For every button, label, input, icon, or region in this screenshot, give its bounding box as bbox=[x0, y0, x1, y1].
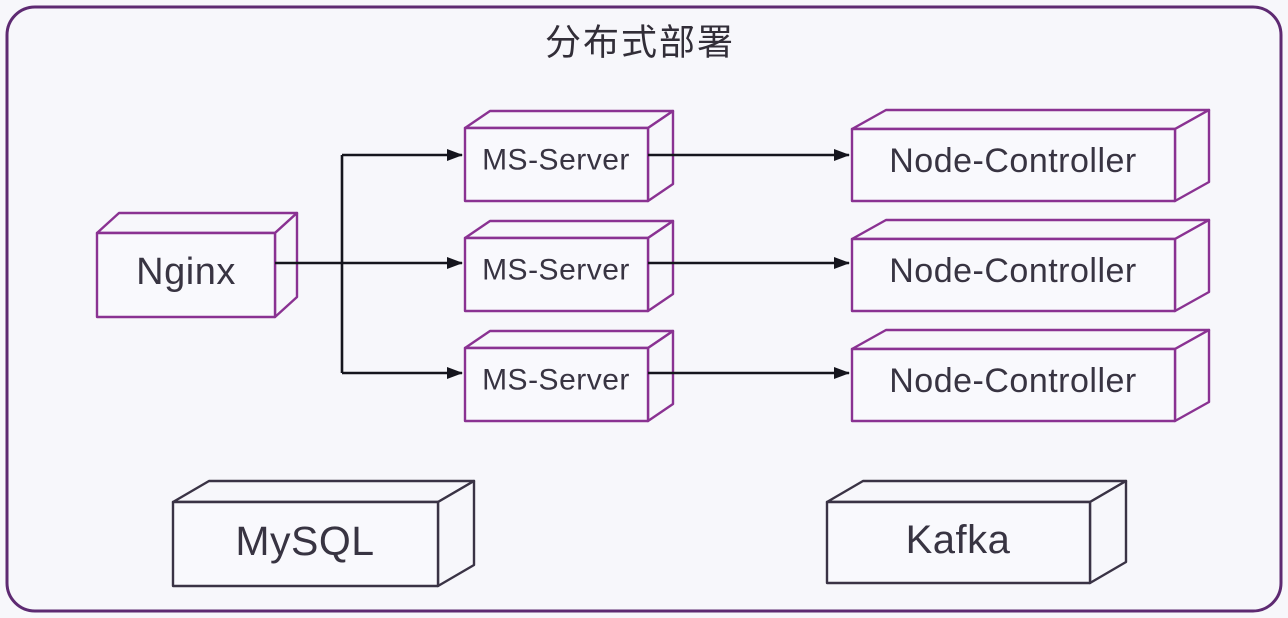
node-controller-3-box-front-face bbox=[850, 347, 1177, 423]
diagram-border bbox=[5, 5, 1283, 613]
node-controller-node-1: Node-Controller bbox=[850, 108, 1211, 203]
nginx-node: Nginx bbox=[95, 211, 299, 319]
nginx-box-top-face bbox=[95, 211, 299, 235]
node-controller-3-label: Node-Controller bbox=[889, 362, 1137, 400]
ms-server-2-label: MS-Server bbox=[482, 254, 630, 287]
node-controller-2-label: Node-Controller bbox=[889, 252, 1137, 290]
kafka-node: Kafka bbox=[825, 479, 1128, 585]
mysql-box-front-face bbox=[171, 500, 440, 588]
ms-server-1-box-top-face bbox=[463, 109, 675, 130]
node-controller-node-3: Node-Controller bbox=[850, 328, 1211, 423]
ms-server-2-box-front-face bbox=[463, 236, 650, 313]
kafka-label: Kafka bbox=[906, 518, 1011, 562]
node-controller-1-box-top-face bbox=[850, 108, 1211, 131]
ms-server-1-label: MS-Server bbox=[482, 144, 630, 177]
node-controller-1-label: Node-Controller bbox=[889, 142, 1137, 180]
ms-server-1-box-front-face bbox=[463, 126, 650, 203]
mysql-node: MySQL bbox=[171, 479, 476, 588]
node-controller-1-box-front-face bbox=[850, 127, 1177, 203]
node-controller-3-box-top-face bbox=[850, 328, 1211, 351]
ms-server-3-label: MS-Server bbox=[482, 364, 630, 397]
node-controller-2-box-top-face bbox=[850, 218, 1211, 241]
ms-server-2-box-top-face bbox=[463, 219, 675, 240]
diagram-edges bbox=[275, 149, 850, 379]
ms-server-3-box-top-face bbox=[463, 329, 675, 350]
ms-server-3-box-front-face bbox=[463, 346, 650, 423]
ms-server-node-2: MS-Server bbox=[463, 219, 675, 313]
ms-server-2-box-side-face bbox=[646, 219, 675, 313]
mysql-box-top-face bbox=[171, 479, 476, 504]
node-controller-2-box-front-face bbox=[850, 237, 1177, 313]
mysql-label: MySQL bbox=[235, 518, 374, 564]
ms-server-node-3: MS-Server bbox=[463, 329, 675, 423]
ms-server-node-1: MS-Server bbox=[463, 109, 675, 203]
kafka-box-top-face bbox=[825, 479, 1128, 504]
nginx-box-side-face bbox=[273, 211, 299, 319]
nginx-box-front-face bbox=[95, 231, 277, 319]
node-controller-node-2: Node-Controller bbox=[850, 218, 1211, 313]
kafka-box-front-face bbox=[825, 500, 1092, 585]
nginx-label: Nginx bbox=[136, 251, 236, 293]
ms-server-3-box-side-face bbox=[646, 329, 675, 423]
diagram-title: 分布式部署 bbox=[545, 22, 735, 63]
